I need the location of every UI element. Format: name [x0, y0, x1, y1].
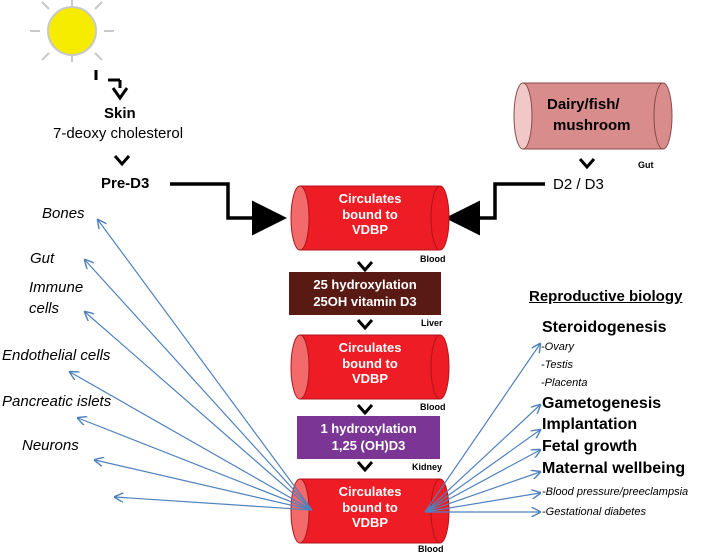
implantation-label: Implantation — [542, 416, 638, 433]
steroidogenesis-label: Steroidogenesis — [542, 319, 667, 336]
maternal-item-blood-pressure: -Blood pressure/preeclampsia — [542, 486, 689, 498]
blood1-line3: VDBP — [351, 222, 389, 238]
diet-label-line1: Dairy/fish/ — [547, 96, 620, 113]
left-target-arrows — [70, 220, 313, 511]
fetal-growth-label: Fetal growth — [542, 438, 638, 455]
chevron-down-icon — [356, 261, 374, 273]
blood3-line2: bound to — [342, 499, 398, 515]
arrow-to-pancreatic-islets — [78, 418, 313, 511]
kidney-box-text: 1 hydroxylation 1,25 (OH)D3 — [297, 416, 440, 459]
target-cells: cells — [29, 300, 60, 317]
diet-cylinder — [513, 82, 673, 150]
kidney-box — [297, 416, 440, 459]
liver-line2: 25OH vitamin D3 — [313, 293, 417, 309]
arrow-to-gut — [85, 260, 313, 511]
right-target-arrows — [424, 344, 540, 513]
sun-to-skin-arrow — [94, 70, 129, 101]
maternal-item-gestational-diabetes: -Gestational diabetes — [542, 506, 646, 518]
kidney-line1: 1 hydroxylation — [320, 421, 417, 437]
kidney-organ-label: Kidney — [412, 462, 443, 472]
liver-line1: 25 hydroxylation — [313, 277, 417, 293]
gut-organ-label: Gut — [638, 160, 654, 170]
gametogenesis-label: Gametogenesis — [542, 395, 662, 412]
target-immune: Immune — [29, 279, 84, 296]
target-pancreatic-islets: Pancreatic islets — [2, 393, 112, 410]
blood1-line2: bound to — [342, 206, 398, 222]
diet-label-line2: mushroom — [553, 117, 631, 134]
arrow-to-neurons — [95, 460, 313, 511]
blood1-text: Circulates bound to VDBP — [310, 191, 430, 238]
kidney-line2: 1,25 (OH)D3 — [331, 437, 406, 453]
steroid-item-placenta: -Placenta — [541, 377, 588, 389]
liver-box — [289, 272, 441, 315]
blood3-organ-label: Blood — [418, 544, 444, 554]
pre-d3-label: Pre-D3 — [101, 175, 150, 192]
blood1-organ-label: Blood — [420, 254, 446, 264]
elbow-arrow-icon — [170, 182, 287, 236]
arrow-to-maternal-wellbeing — [424, 472, 540, 513]
blood3-line3: VDBP — [351, 515, 389, 531]
target-endothelial-cells: Endothelial cells — [2, 347, 111, 364]
chevron-down-icon — [356, 404, 374, 416]
arrow-to-implantation — [424, 430, 540, 513]
elbow-arrow-icon — [445, 182, 545, 236]
blood2-line1: Circulates — [338, 340, 402, 355]
liver-organ-label: Liver — [421, 318, 443, 328]
blood2-line2: bound to — [342, 355, 398, 371]
arrow-to-gametogenesis — [424, 405, 540, 513]
chevron-down-icon — [578, 158, 596, 170]
chevron-down-icon — [356, 461, 374, 473]
blood1-line1: Circulates — [338, 191, 402, 206]
arrow-to-endothelial-cells — [70, 372, 313, 511]
arrow-to-immune-cells — [85, 312, 313, 511]
arrow-to-fetal-growth — [424, 450, 540, 513]
blood3-line1: Circulates — [338, 484, 402, 499]
sun-icon — [30, 0, 114, 62]
liver-box-text: 25 hydroxylation 25OH vitamin D3 — [289, 272, 441, 315]
blood-cylinder-3 — [290, 478, 450, 544]
reproductive-heading: Reproductive biology — [529, 288, 683, 305]
arrow-to-steroidogenesis — [424, 344, 540, 513]
blood-cylinder-2 — [290, 334, 450, 400]
chevron-down-icon — [356, 319, 374, 331]
arrow-to-bones — [98, 220, 313, 511]
blood2-line3: VDBP — [351, 371, 389, 387]
steroid-item-ovary: -Ovary — [541, 341, 574, 353]
skin-subtitle: 7-deoxy cholesterol — [53, 125, 184, 142]
blood2-text: Circulates bound to VDBP — [310, 340, 430, 387]
chevron-down-icon — [113, 155, 131, 167]
steroid-item-testis: -Testis — [541, 359, 573, 371]
blood-cylinder-1 — [290, 185, 450, 251]
target-gut: Gut — [30, 250, 55, 267]
arrow-to-blood-pressure — [424, 493, 540, 513]
target-neurons: Neurons — [22, 437, 79, 454]
maternal-wellbeing-label: Maternal wellbeing — [542, 460, 686, 477]
skin-title: Skin — [104, 105, 136, 122]
blood3-text: Circulates bound to VDBP — [310, 484, 430, 531]
blood2-organ-label: Blood — [420, 402, 446, 412]
target-bones: Bones — [42, 205, 85, 222]
d2-d3-label: D2 / D3 — [553, 176, 604, 193]
arrow-left-extra — [115, 497, 313, 511]
